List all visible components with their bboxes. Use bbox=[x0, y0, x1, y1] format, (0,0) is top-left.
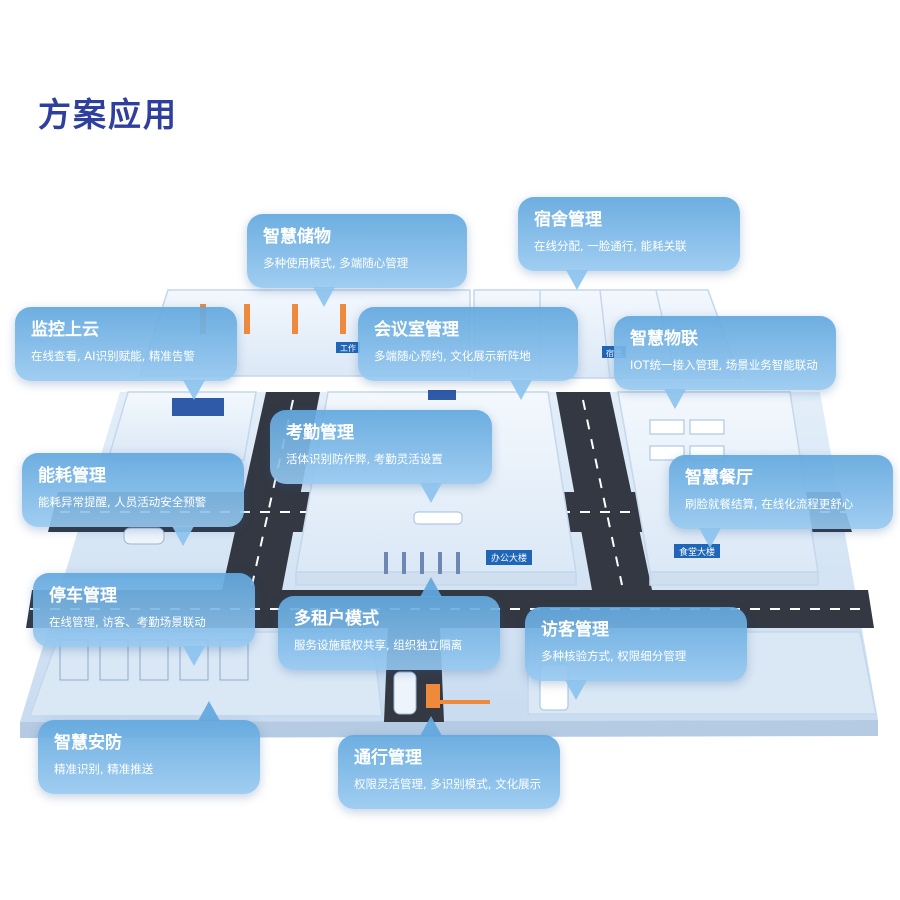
callout-tail bbox=[420, 483, 442, 503]
factory-sign: 工作 bbox=[336, 342, 360, 353]
callout-desc: 多种核验方式, 权限细分管理 bbox=[541, 649, 687, 663]
callout-title: 监控上云 bbox=[31, 320, 99, 340]
callout-tail bbox=[183, 380, 205, 400]
callout-desc: 精准识别, 精准推送 bbox=[54, 762, 154, 776]
callout-title: 智慧餐厅 bbox=[685, 468, 753, 488]
callout-tail bbox=[183, 646, 205, 666]
callout-title: 多租户模式 bbox=[294, 609, 379, 629]
callout-tail bbox=[566, 270, 588, 290]
callout-desc: IOT统一接入管理, 场景业务智能联动 bbox=[630, 358, 818, 372]
callout-access: 通行管理 权限灵活管理, 多识别模式, 文化展示 bbox=[338, 716, 560, 809]
office-sign: 办公大楼 bbox=[486, 550, 532, 565]
callout-desc: 多端随心预约, 文化展示新阵地 bbox=[374, 349, 531, 363]
callout-storage: 智慧储物 多种使用模式, 多端随心管理 bbox=[247, 214, 467, 307]
callout-title: 智慧物联 bbox=[630, 329, 698, 349]
callout-dorm: 宿舍管理 在线分配, 一脸通行, 能耗关联 bbox=[518, 197, 740, 290]
callout-title: 通行管理 bbox=[354, 748, 422, 768]
callout-desc: 在线管理, 访客、考勤场景联动 bbox=[49, 615, 206, 629]
callout-security: 智慧安防 精准识别, 精准推送 bbox=[38, 701, 260, 794]
parked-cars bbox=[123, 527, 417, 715]
callout-title: 会议室管理 bbox=[374, 320, 459, 340]
canteen-sign-text: 食堂大楼 bbox=[679, 546, 715, 558]
callout-tail bbox=[198, 701, 220, 721]
callout-desc: 在线分配, 一脸通行, 能耗关联 bbox=[534, 239, 687, 253]
callout-tail bbox=[420, 716, 442, 736]
callout-desc: 活体识别防作弊, 考勤灵活设置 bbox=[286, 452, 443, 466]
callout-desc: 刷脸就餐结算, 在线化流程更舒心 bbox=[685, 497, 854, 511]
reception-desk bbox=[413, 511, 463, 525]
callout-title: 智慧储物 bbox=[263, 227, 331, 247]
callout-tail bbox=[664, 389, 686, 409]
callout-title: 停车管理 bbox=[49, 586, 117, 606]
callout-title: 考勤管理 bbox=[286, 423, 354, 443]
barrier-gates bbox=[426, 684, 490, 708]
callout-tail bbox=[313, 287, 335, 307]
callout-desc: 服务设施赋权共享, 组织独立隔离 bbox=[294, 638, 463, 652]
callout-title: 访客管理 bbox=[541, 620, 609, 640]
callout-tail bbox=[699, 528, 721, 548]
callout-desc: 权限灵活管理, 多识别模式, 文化展示 bbox=[354, 777, 542, 791]
callout-attendance: 考勤管理 活体识别防作弊, 考勤灵活设置 bbox=[270, 410, 492, 503]
callout-energy: 能耗管理 能耗异常提醒, 人员活动安全预警 bbox=[22, 453, 244, 546]
office-sign-text: 办公大楼 bbox=[491, 552, 527, 564]
turnstiles bbox=[384, 552, 460, 574]
factory-sign-text: 工作 bbox=[340, 343, 356, 353]
callout-desc: 能耗异常提醒, 人员活动安全预警 bbox=[38, 495, 207, 509]
callout-tail bbox=[510, 380, 532, 400]
callout-meeting: 会议室管理 多端随心预约, 文化展示新阵地 bbox=[358, 307, 578, 400]
callout-parking: 停车管理 在线管理, 访客、考勤场景联动 bbox=[33, 573, 255, 666]
callout-iot: 智慧物联 IOT统一接入管理, 场景业务智能联动 bbox=[614, 316, 836, 409]
callout-title: 能耗管理 bbox=[38, 466, 106, 486]
callout-canteen: 智慧餐厅 刷脸就餐结算, 在线化流程更舒心 bbox=[669, 455, 893, 548]
callout-visitor: 访客管理 多种核验方式, 权限细分管理 bbox=[525, 607, 747, 700]
callout-tail bbox=[420, 577, 442, 597]
callout-tenant: 多租户模式 服务设施赋权共享, 组织独立隔离 bbox=[278, 577, 500, 670]
callout-tail bbox=[565, 680, 587, 700]
monitor-wall bbox=[172, 398, 224, 416]
callout-title: 宿舍管理 bbox=[534, 210, 602, 230]
page-title: 方案应用 bbox=[38, 95, 178, 134]
callout-cloud: 监控上云 在线查看, AI识别赋能, 精准告警 bbox=[15, 307, 237, 400]
callout-tail bbox=[172, 526, 194, 546]
callout-title: 智慧安防 bbox=[54, 733, 122, 753]
meeting-display bbox=[428, 390, 456, 400]
callout-desc: 在线查看, AI识别赋能, 精准告警 bbox=[31, 349, 195, 363]
callout-desc: 多种使用模式, 多端随心管理 bbox=[263, 256, 409, 270]
